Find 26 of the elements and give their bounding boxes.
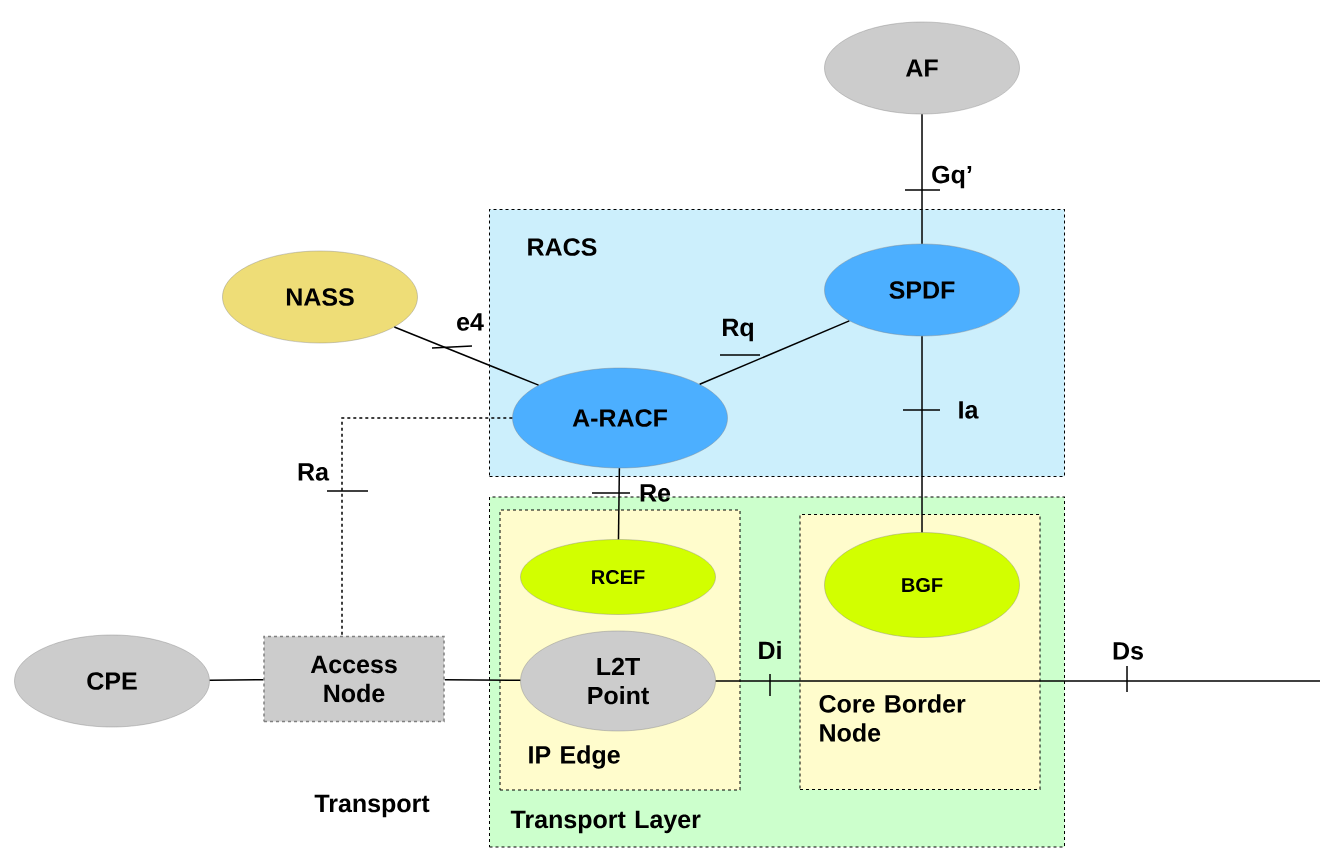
edge-label: Gq’	[932, 165, 972, 189]
ellipse-node: A-RACF	[512, 367, 728, 469]
edge-label: e4	[457, 313, 484, 331]
text-label: Transport	[314, 794, 430, 818]
ellipse-node: AF	[824, 21, 1020, 115]
ellipse-node: SPDF	[824, 243, 1020, 337]
connector-line	[617, 467, 621, 541]
text-label: Ds	[1113, 642, 1143, 660]
edge-label: Ia	[959, 401, 979, 419]
connector-line	[921, 335, 923, 534]
ellipse-node: RCEF	[520, 539, 716, 615]
ellipse-node: NASS	[222, 250, 418, 344]
connector-line	[714, 680, 1320, 682]
ellipse-node: L2T Point	[520, 630, 716, 732]
connector-line	[393, 326, 540, 386]
connector-line	[341, 417, 514, 637]
connector-line	[444, 678, 522, 681]
connector-line	[208, 679, 264, 681]
ellipse-node: CPE	[14, 634, 210, 728]
edge-label: Ra	[298, 463, 330, 481]
ellipse-node: BGF	[824, 532, 1020, 638]
edge-label: Rq	[723, 318, 753, 342]
connector-line	[921, 113, 923, 245]
connector-line	[698, 320, 850, 385]
access-node-box: Access Node	[263, 635, 445, 723]
edge-label: Di	[759, 640, 781, 660]
